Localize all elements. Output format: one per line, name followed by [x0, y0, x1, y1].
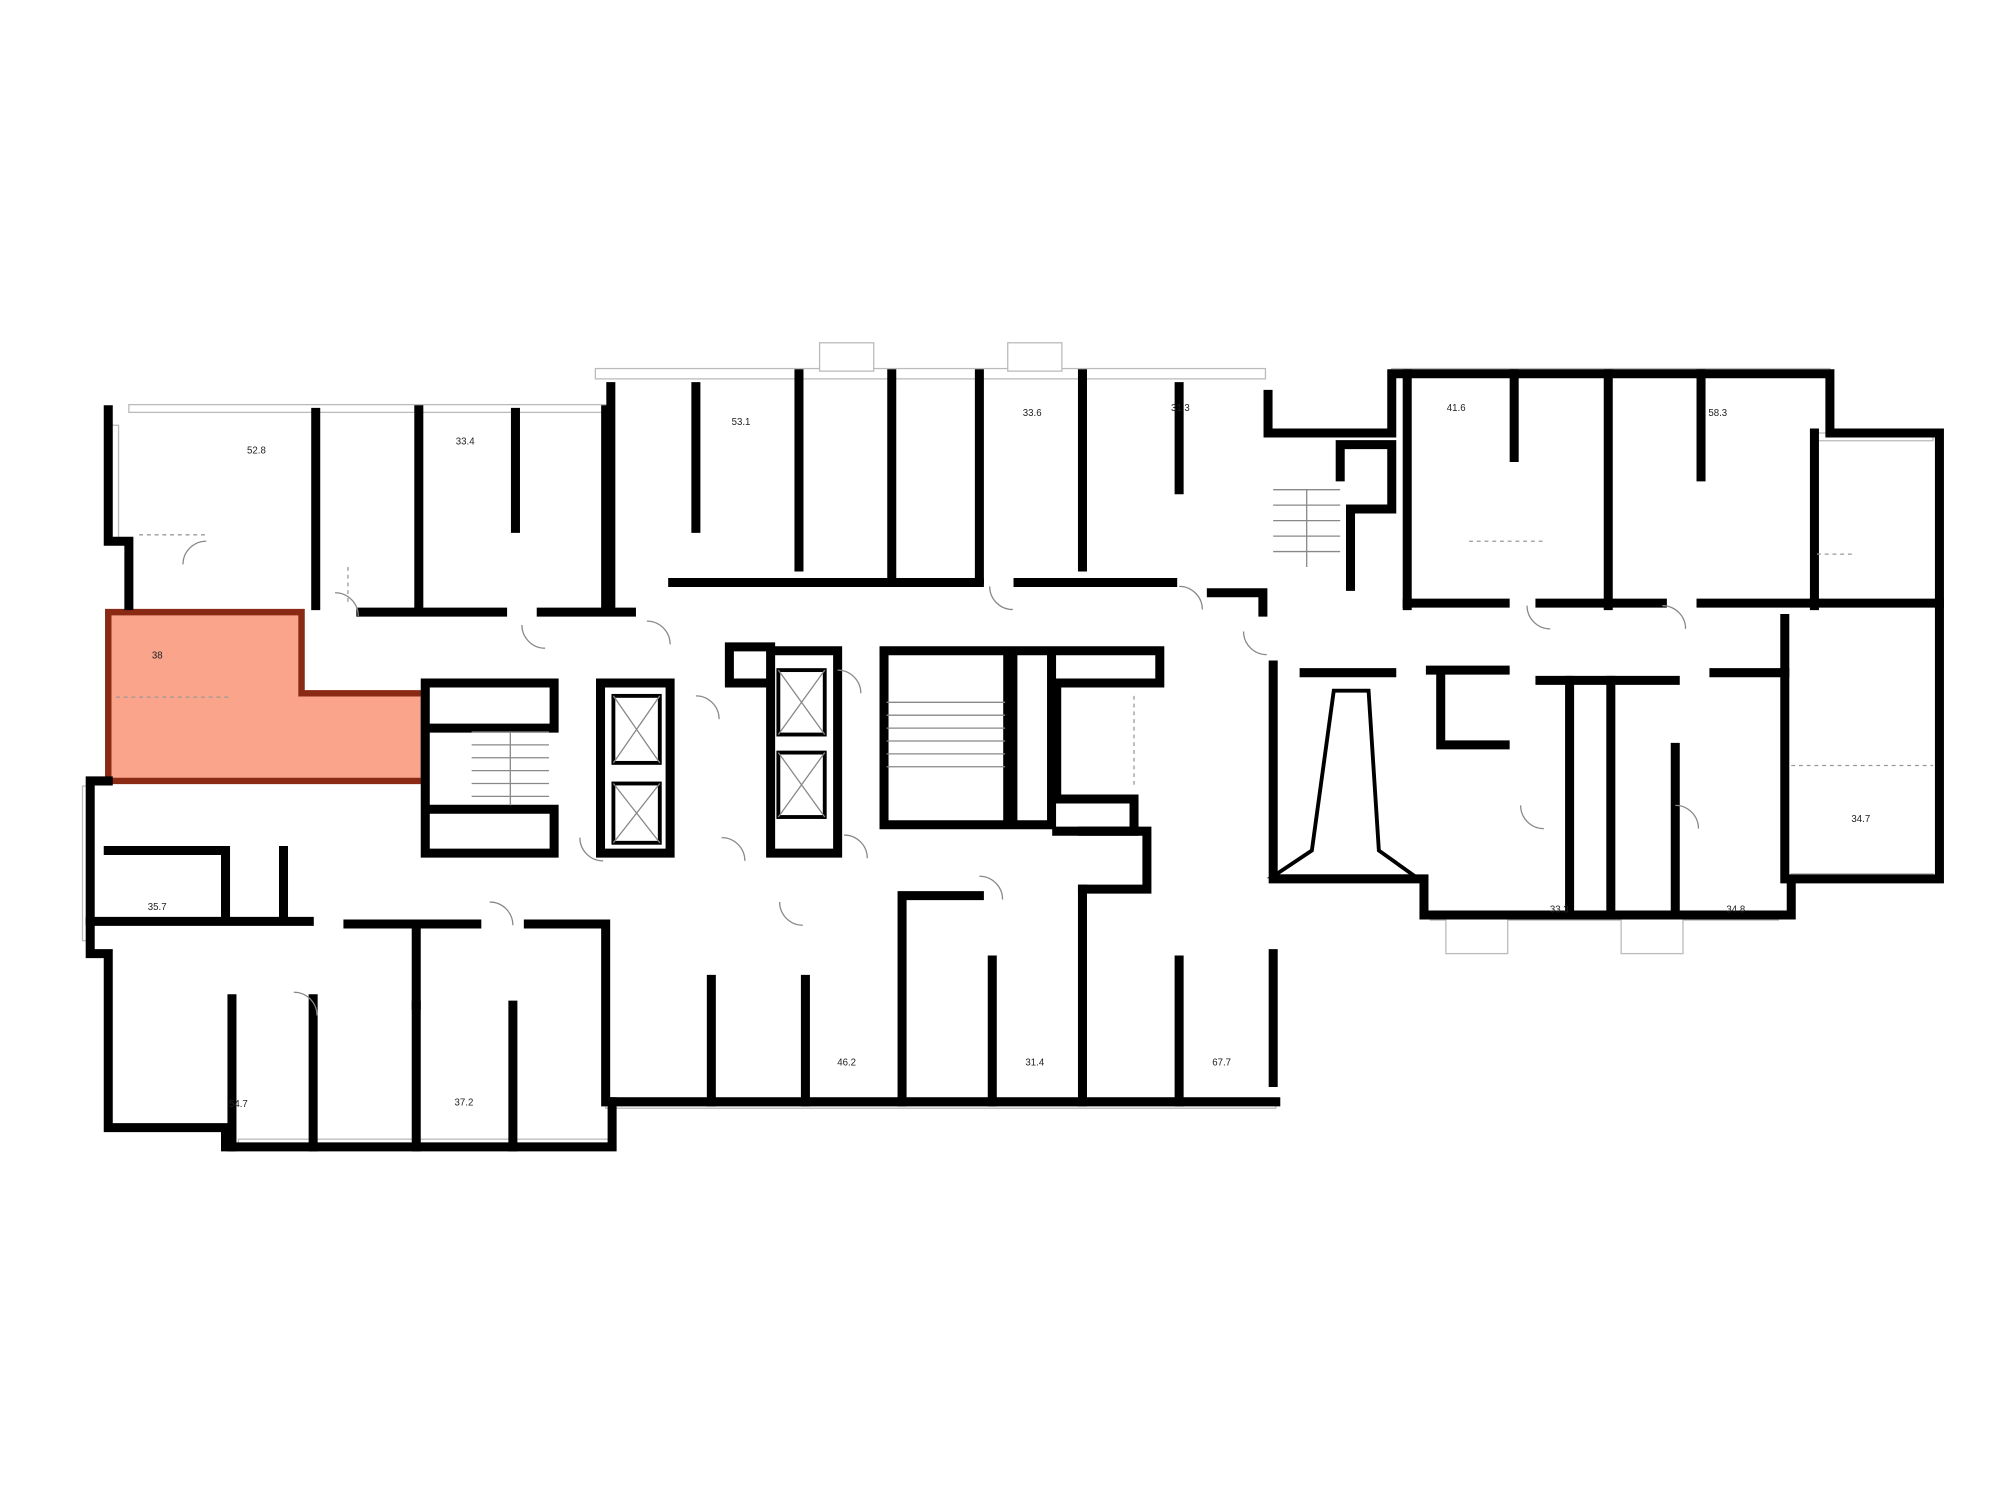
walls [85, 369, 1944, 1152]
unit-area-label[interactable]: 37.2 [455, 1098, 474, 1109]
unit-area-label[interactable]: 34.7 [1851, 814, 1870, 825]
unit-area-label[interactable]: 31.3 [1171, 403, 1190, 414]
unit-area-label[interactable]: 52.8 [247, 446, 266, 457]
core [471, 440, 1421, 879]
unit-area-label[interactable]: 58.3 [1708, 408, 1727, 419]
unit-area-label[interactable]: 41.6 [1447, 403, 1466, 414]
unit-area-label[interactable]: 33.6 [1023, 408, 1042, 419]
unit-area-label[interactable]: 46.2 [837, 1058, 856, 1069]
unit-area-label[interactable]: 34.8 [1726, 904, 1745, 915]
doors [182, 540, 1700, 1016]
unit-area-label[interactable]: 35.7 [148, 902, 167, 913]
zone-dividers [115, 534, 1933, 787]
selected-unit-area-label[interactable]: 38 [152, 651, 163, 662]
area-labels: 52.8 33.4 53.1 33.6 31.3 41.6 58.3 38 35… [148, 403, 1870, 1110]
unit-area-label[interactable]: 53.1 [732, 417, 751, 428]
unit-area-label[interactable]: 33.3 [1550, 904, 1569, 915]
unit-area-label[interactable]: 54.7 [229, 1099, 248, 1110]
unit-area-label[interactable]: 67.7 [1212, 1058, 1231, 1069]
unit-area-label[interactable]: 31.4 [1025, 1058, 1044, 1069]
unit-area-label[interactable]: 33.4 [456, 437, 475, 448]
